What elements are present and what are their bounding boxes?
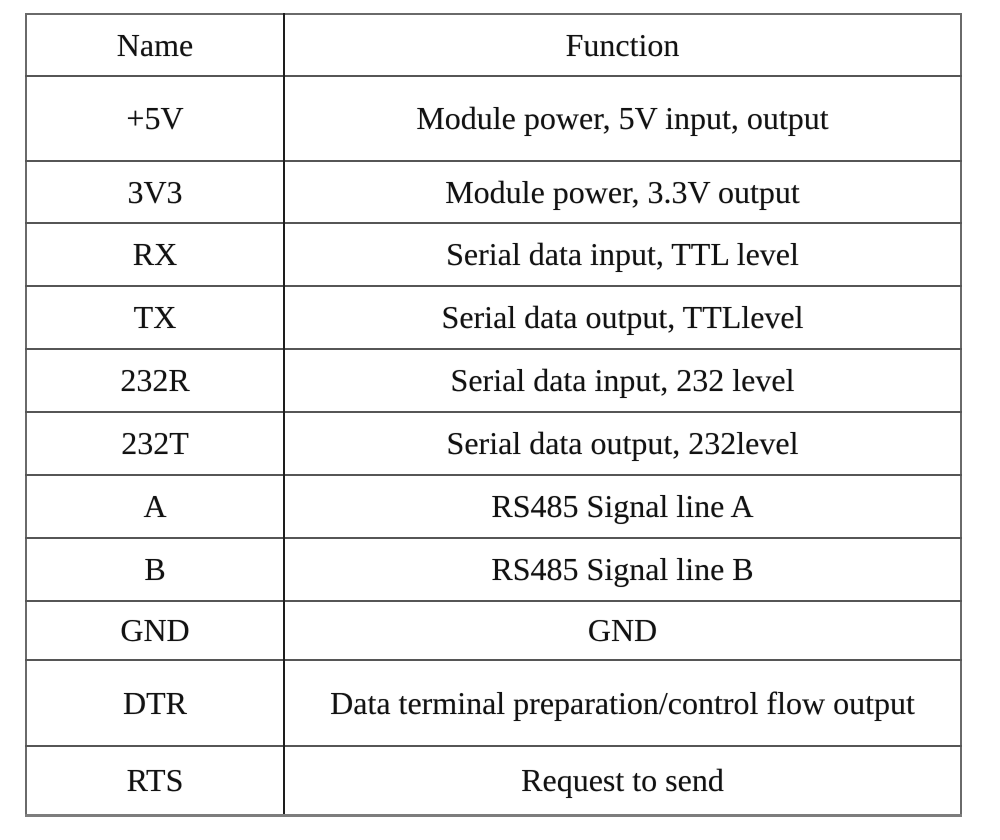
table-row: +5V Module power, 5V input, output — [26, 75, 961, 161]
pin-name-cell: RX — [26, 222, 285, 286]
pin-function-cell: Data terminal preparation/control flow o… — [284, 659, 961, 746]
table-body: +5V Module power, 5V input, output 3V3 M… — [26, 75, 961, 815]
pin-function-cell: Module power, 3.3V output — [284, 160, 961, 223]
pin-name-cell: 3V3 — [26, 160, 285, 223]
table-row: A RS485 Signal line A — [26, 474, 961, 538]
column-header-function: Function — [565, 26, 680, 63]
pin-function-cell: GND — [284, 600, 961, 660]
pin-name-cell: B — [26, 537, 285, 601]
pin-name-cell: DTR — [26, 659, 285, 746]
pin-function-table: Name Function +5V Module power, 5V input… — [25, 13, 962, 817]
pin-name-cell: TX — [26, 285, 285, 349]
table-row: 3V3 Module power, 3.3V output — [26, 160, 961, 223]
pin-function-cell: RS485 Signal line B — [284, 537, 961, 601]
table-row: RX Serial data input, TTL level — [26, 222, 961, 286]
pin-function-cell: Serial data input, 232 level — [284, 348, 961, 412]
table-row: DTR Data terminal preparation/control fl… — [26, 659, 961, 746]
table-row: GND GND — [26, 600, 961, 660]
table-row: B RS485 Signal line B — [26, 537, 961, 601]
column-header-name: Name — [26, 14, 285, 76]
pin-name-cell: +5V — [26, 75, 285, 161]
pin-function-cell: Serial data input, TTL level — [284, 222, 961, 286]
table-row: TX Serial data output, TTLlevel — [26, 285, 961, 349]
pin-name-cell: 232R — [26, 348, 285, 412]
header-row: Name Function — [26, 14, 961, 76]
pin-function-cell: Serial data output, 232level — [284, 411, 961, 475]
pin-name-cell: A — [26, 474, 285, 538]
pin-function-cell: RS485 Signal line A — [284, 474, 961, 538]
pin-function-cell: Request to send — [284, 745, 961, 815]
table-row: RTS Request to send — [26, 745, 961, 815]
pin-function-cell: Module power, 5V input, output — [284, 75, 961, 161]
pin-name-cell: RTS — [26, 745, 285, 815]
pin-name-cell: 232T — [26, 411, 285, 475]
pin-name-cell: GND — [26, 600, 285, 660]
table-row: 232R Serial data input, 232 level — [26, 348, 961, 412]
table-row: 232T Serial data output, 232level — [26, 411, 961, 475]
pin-function-cell: Serial data output, TTLlevel — [284, 285, 961, 349]
